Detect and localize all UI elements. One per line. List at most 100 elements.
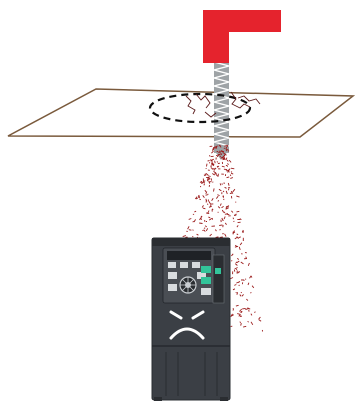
debris-particle: [245, 309, 248, 310]
debris-particle: [233, 189, 235, 192]
keypad-button: [180, 262, 188, 268]
debris-particle: [226, 158, 227, 161]
debris-particle: [211, 168, 213, 169]
debris-particle: [226, 191, 227, 194]
debris-particle: [231, 278, 234, 279]
debris-particle: [236, 282, 239, 283]
debris-particle: [216, 174, 218, 176]
debris-particle: [209, 201, 211, 204]
debris-particle: [230, 175, 231, 176]
debris-particle: [242, 294, 244, 296]
debris-particle: [207, 194, 208, 195]
debris-particle: [204, 184, 205, 186]
debris-particle: [241, 262, 244, 264]
debris-particle: [212, 198, 214, 201]
debris-particle: [222, 218, 223, 221]
debris-particle: [212, 163, 213, 166]
debris-particle: [199, 223, 202, 224]
debris-particle: [236, 305, 239, 306]
debris-particle: [188, 226, 190, 229]
debris-particle: [215, 161, 216, 164]
debris-particle: [193, 230, 194, 231]
debris-particle: [219, 189, 222, 191]
debris-particle: [206, 228, 207, 231]
debris-particle: [245, 257, 246, 258]
debris-particle: [210, 234, 212, 236]
debris-particle: [220, 204, 221, 206]
debris-particle: [237, 292, 238, 295]
debris-particle: [231, 211, 233, 213]
debris-particle: [231, 172, 232, 173]
debris-particle: [207, 164, 208, 167]
debris-particle: [214, 188, 215, 191]
debris-particle: [233, 308, 234, 309]
debris-particle: [230, 178, 233, 179]
debris-particle: [259, 320, 262, 322]
debris-particle: [205, 226, 207, 227]
frequency-inverter-icon: [152, 238, 230, 401]
keypad-button: [168, 284, 177, 291]
debris-particle: [203, 208, 206, 209]
debris-particle: [183, 236, 186, 237]
debris-particle: [239, 247, 240, 250]
debris-particle: [209, 155, 210, 156]
debris-particle: [236, 269, 237, 270]
debris-particle: [239, 285, 240, 286]
debris-particle: [242, 308, 246, 309]
debris-particle: [204, 181, 205, 182]
debris-particle: [237, 225, 238, 227]
debris-particle: [225, 223, 226, 225]
debris-particle: [233, 289, 235, 290]
debris-particle: [197, 234, 199, 235]
debris-particle: [219, 225, 222, 226]
debris-particle: [214, 168, 216, 170]
debris-particle: [223, 191, 224, 192]
debris-particle: [212, 169, 215, 170]
debris-particle: [240, 322, 241, 323]
debris-particle: [194, 211, 196, 212]
debris-particle: [234, 285, 236, 286]
debris-particle: [246, 299, 248, 301]
keypad-button: [192, 262, 200, 268]
debris-particle: [222, 166, 225, 167]
debris-particle: [228, 189, 229, 191]
debris-particle: [213, 173, 214, 175]
debris-particle: [231, 261, 232, 262]
debris-particle: [213, 182, 214, 183]
debris-particle: [226, 208, 228, 209]
debris-particle: [227, 214, 230, 215]
debris-particle: [224, 217, 225, 220]
debris-particle: [241, 292, 242, 293]
debris-particle: [214, 173, 215, 176]
debris-particle: [252, 286, 254, 288]
debris-particle: [237, 314, 240, 315]
debris-particle: [224, 212, 225, 213]
debris-particle: [217, 195, 219, 196]
keypad-button: [201, 288, 211, 295]
debris-particle: [231, 254, 233, 256]
debris-particle: [227, 160, 228, 161]
keypad-button: [168, 262, 176, 268]
debris-particle: [236, 262, 237, 263]
debris-particle: [203, 195, 205, 197]
drilled-panel: [8, 89, 353, 137]
debris-particle: [189, 230, 192, 231]
debris-particle: [202, 230, 204, 231]
debris-particle: [216, 196, 218, 198]
debris-particle: [229, 171, 230, 172]
debris-particle: [240, 295, 241, 297]
debris-particle: [236, 196, 239, 197]
debris-particle: [231, 168, 234, 169]
debris-particle: [199, 199, 201, 200]
debris-particle: [235, 246, 238, 247]
debris-particle: [218, 200, 219, 201]
drill-icon: [203, 10, 281, 63]
debris-particle: [211, 151, 213, 153]
debris-particle: [233, 221, 234, 222]
debris-particle: [240, 316, 241, 317]
inverter-display: [167, 251, 211, 260]
debris-particle: [220, 237, 223, 238]
debris-particle: [248, 263, 249, 266]
debris-particle: [214, 171, 216, 172]
debris-particle: [235, 268, 238, 270]
